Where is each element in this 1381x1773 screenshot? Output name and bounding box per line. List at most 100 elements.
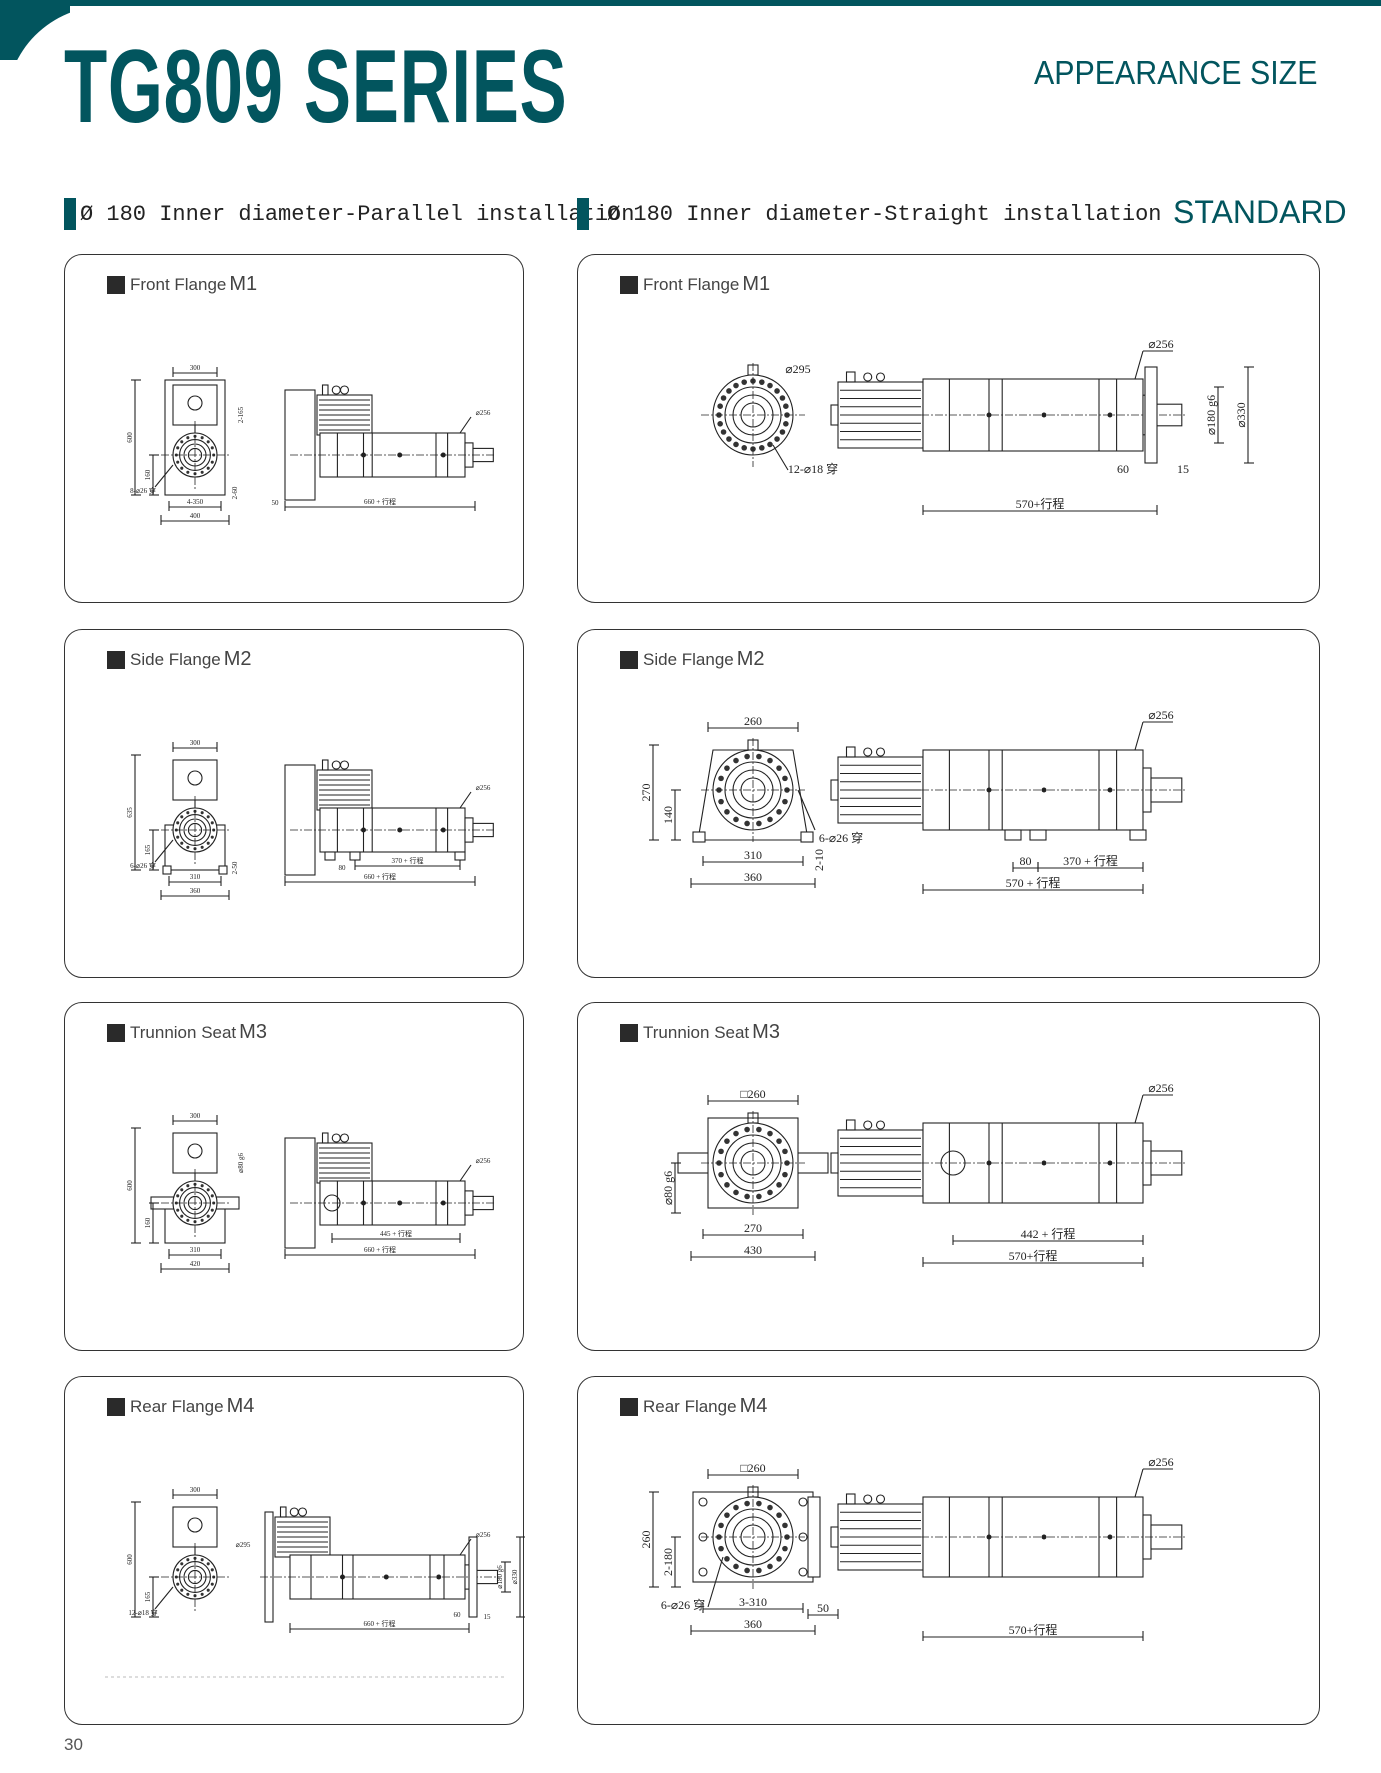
bolt-hole [186, 436, 190, 440]
encoder-cap [830, 1526, 839, 1548]
dimension-label: 80 [1020, 854, 1032, 868]
bolt-hole [176, 835, 180, 839]
bolt-hole [718, 798, 724, 805]
connector [845, 1119, 856, 1131]
bolt-hole [200, 1218, 204, 1222]
pivot-mark [361, 452, 366, 458]
pivot-mark [383, 1574, 389, 1580]
pivot-mark [397, 452, 403, 458]
dimension-label: 80 [339, 864, 347, 872]
leader-line [797, 789, 816, 831]
dimension-label: 15 [1177, 462, 1189, 476]
bolt-hole [733, 816, 739, 823]
dimension-label: 660 + 行程 [364, 872, 396, 881]
bolt-hole [200, 1592, 204, 1596]
bolt-hole [758, 445, 765, 451]
bolt-hole [210, 460, 214, 464]
dimension-label: 4-350 [187, 498, 204, 506]
bolt-hole [733, 1189, 739, 1196]
pivot-mark [397, 827, 403, 833]
bolt-hole [180, 1562, 184, 1566]
dimension-label: 570 + 行程 [1006, 875, 1061, 890]
foot [162, 865, 172, 875]
rear-plate [284, 1137, 316, 1249]
dimension-label: ⌀330 [511, 1569, 519, 1584]
dimension-label: 445 + 行程 [380, 1229, 412, 1238]
bolt-hole [774, 436, 780, 442]
bolt-hole [210, 1582, 214, 1586]
page-number: 30 [64, 1735, 83, 1754]
bolt-hole [756, 1126, 762, 1133]
bolt-hole [756, 1567, 762, 1574]
leader-line [459, 416, 472, 434]
bolt-hole [733, 757, 739, 764]
bolt-hole [767, 382, 773, 389]
dimension-label: 310 [190, 1246, 201, 1254]
bolt-hole [180, 1188, 184, 1192]
bolt-hole [206, 841, 210, 845]
dimension-label: 310 [190, 873, 201, 881]
heading-square-icon [620, 1397, 638, 1416]
dimension-label: 60 [1117, 462, 1129, 476]
connector [845, 1493, 856, 1505]
bolt-hole [744, 820, 750, 827]
heading-square-icon [620, 1023, 638, 1042]
lifting-eye [339, 760, 350, 770]
connector [321, 384, 329, 396]
bolt-hole [744, 1500, 750, 1507]
bolt-hole [186, 1218, 190, 1222]
foot [800, 831, 814, 843]
bolt-hole [783, 403, 789, 410]
bolt-hole [744, 753, 750, 760]
motor-shaft [187, 1143, 203, 1159]
pivot-mark [340, 1574, 345, 1580]
mount-code: M2 [736, 648, 765, 670]
bolt-hole [718, 1171, 724, 1178]
bolt-hole [782, 1171, 788, 1178]
dimension-label: 50 [817, 1601, 829, 1615]
bolt-hole [206, 1214, 210, 1218]
dimension-label: 2-180 [661, 1548, 675, 1576]
mount-code: M4 [739, 1395, 768, 1417]
rear-plate [284, 764, 316, 876]
dimension-label: 570+行程 [1016, 496, 1065, 511]
bolt-hole [176, 1568, 180, 1572]
trunnion-pin-side [323, 1194, 341, 1212]
dimension-label: ⌀256 [1148, 1455, 1173, 1469]
pivot-mark [1107, 412, 1113, 418]
bolt-hole [744, 1126, 750, 1133]
bolt-hole [782, 775, 788, 782]
dimension-label: 600 [126, 1554, 134, 1565]
column-heading-right-text: Ø 180 Inner diameter-Straight installati… [607, 201, 1162, 227]
bolt-hole [733, 441, 739, 448]
leader-line [1134, 721, 1144, 751]
rear-flange-side [807, 1496, 821, 1578]
dimension-label: 660 + 行程 [364, 497, 396, 506]
bolt-hole [200, 811, 204, 815]
encoder-cap [830, 1152, 839, 1174]
bolt-hole [726, 388, 732, 394]
bolt-hole [724, 1512, 730, 1518]
pivot-mark [397, 1200, 403, 1206]
pivot-mark [440, 1200, 446, 1206]
pivot-mark [986, 412, 992, 418]
bolt-hole [210, 1568, 214, 1572]
connector [321, 759, 329, 771]
bolt-hole [767, 1130, 773, 1137]
mount-name: Side Flange [643, 650, 734, 669]
bolt-hole [206, 815, 210, 819]
bolt-hole [724, 809, 730, 815]
motor-shaft [187, 1517, 203, 1533]
pivot-mark [1041, 1534, 1047, 1540]
bolt-hole [783, 420, 789, 427]
foot [1029, 829, 1047, 841]
heading-marker [577, 198, 589, 230]
dimension-label: 300 [190, 1486, 201, 1494]
